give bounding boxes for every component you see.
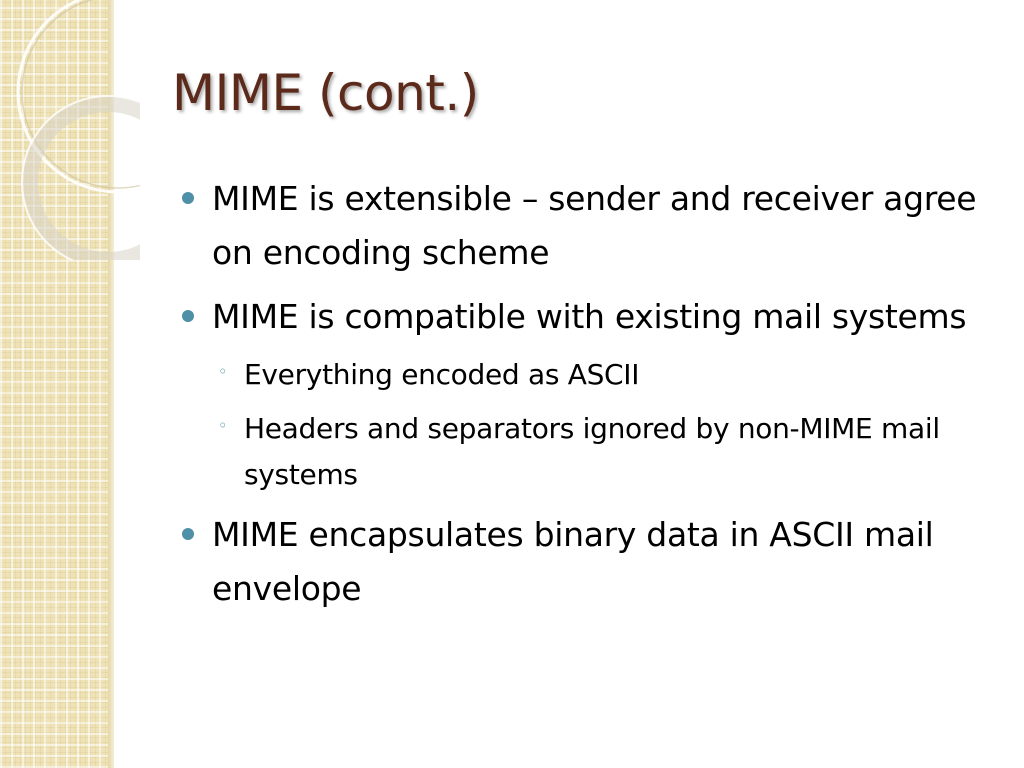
bullet-text: MIME is extensible – sender and receiver…: [212, 179, 977, 272]
bullet-text: MIME is compatible with existing mail sy…: [212, 297, 967, 336]
circle-bullet-icon: ◦: [218, 362, 228, 381]
bullet-dot-icon: [182, 528, 194, 540]
bullet-item: MIME is compatible with existing mail sy…: [178, 290, 998, 344]
circle-bullet-icon: ◦: [218, 416, 228, 435]
bullet-text: MIME encapsulates binary data in ASCII m…: [212, 515, 934, 608]
decorative-rings-graphic: [16, 0, 140, 260]
sub-bullet-item: ◦ Everything encoded as ASCII: [178, 352, 998, 398]
sub-bullet-text: Everything encoded as ASCII: [244, 358, 640, 391]
bullet-dot-icon: [182, 310, 194, 322]
slide-title: MIME (cont.): [172, 64, 479, 122]
bullet-dot-icon: [182, 192, 194, 204]
sub-bullet-text: Headers and separators ignored by non-MI…: [244, 412, 940, 491]
bullet-item: MIME encapsulates binary data in ASCII m…: [178, 508, 998, 616]
sub-bullet-item: ◦ Headers and separators ignored by non-…: [178, 406, 998, 498]
bullet-item: MIME is extensible – sender and receiver…: [178, 172, 998, 280]
strip-edge: [108, 0, 114, 768]
bullet-list: MIME is extensible – sender and receiver…: [178, 172, 998, 626]
sub-bullet-list: ◦ Everything encoded as ASCII ◦ Headers …: [178, 352, 998, 498]
